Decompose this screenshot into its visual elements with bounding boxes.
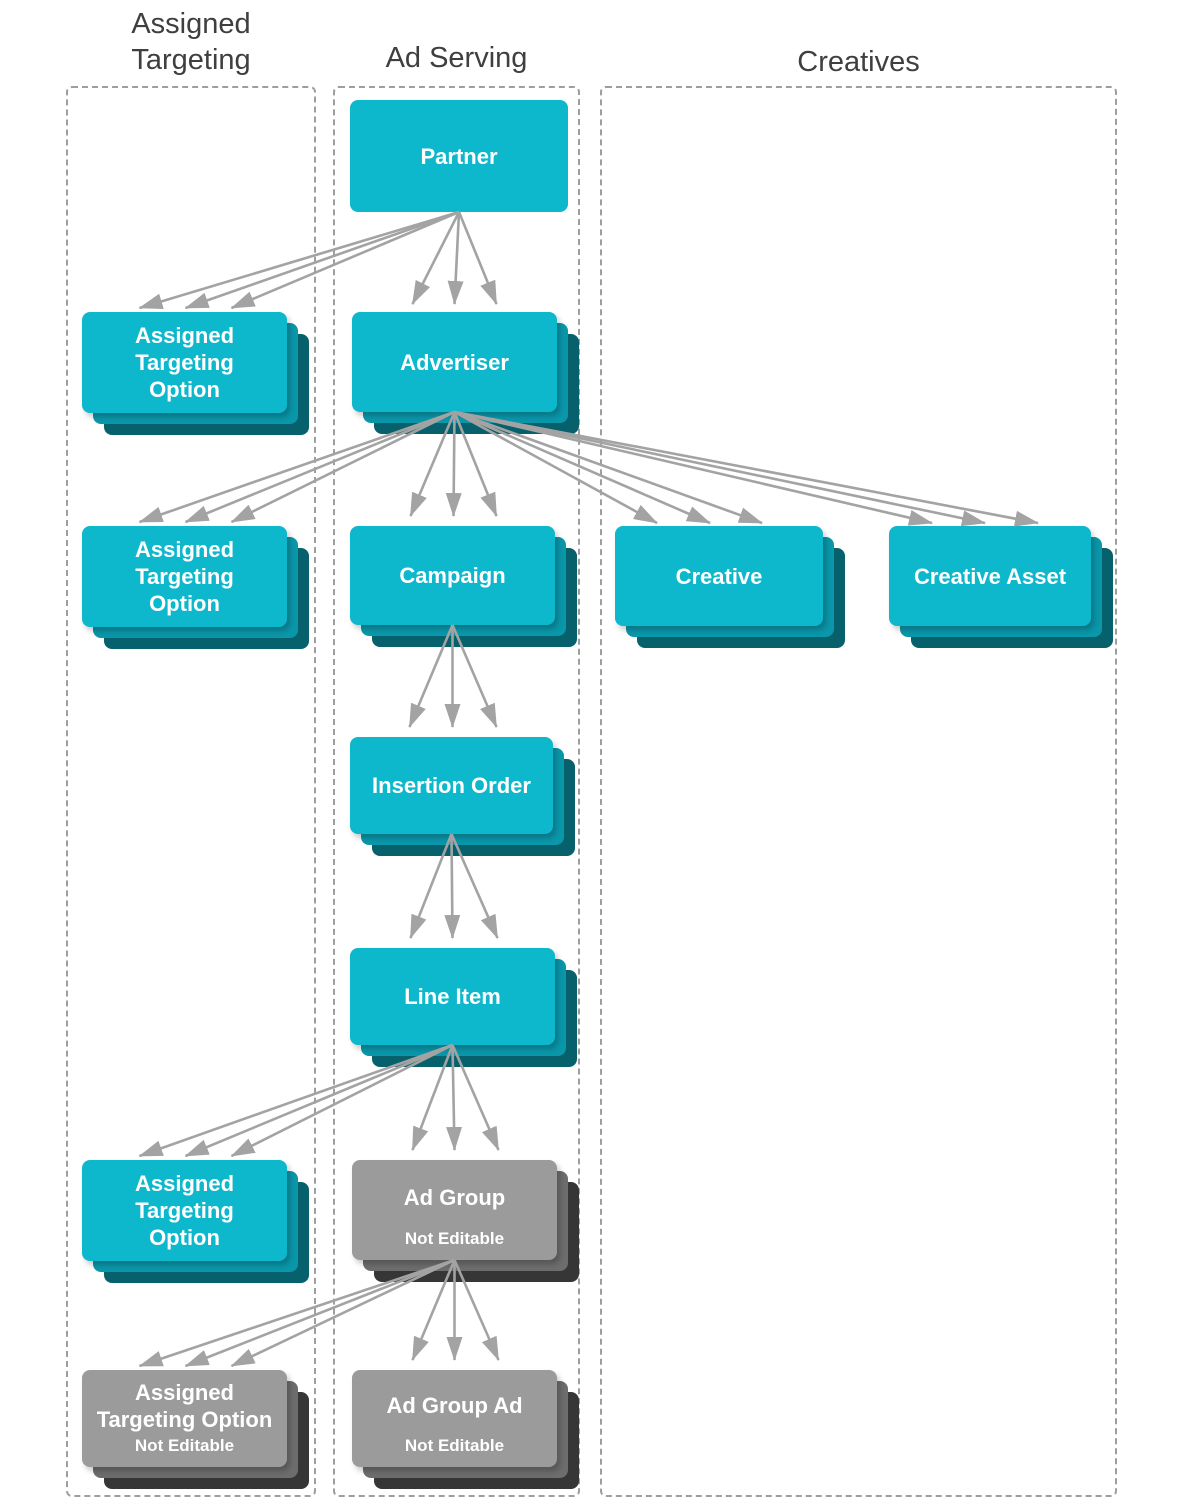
node-ato-advertiser: Assigned Targeting Option bbox=[82, 312, 309, 435]
node-face: Assigned Targeting Option bbox=[82, 526, 287, 627]
node-advertiser: Advertiser bbox=[352, 312, 579, 434]
node-creative-asset: Creative Asset bbox=[889, 526, 1113, 648]
node-face: Ad Group Ad Not Editable bbox=[352, 1370, 557, 1467]
node-label: Campaign bbox=[399, 563, 506, 588]
node-label: Creative bbox=[675, 563, 763, 589]
node-insertion-order: Insertion Order bbox=[350, 737, 575, 856]
node-face: Creative Asset bbox=[889, 526, 1091, 626]
column-title-ad-serving: Ad Serving bbox=[385, 42, 528, 74]
node-label: Advertiser bbox=[400, 349, 509, 375]
node-label: Partner bbox=[420, 143, 498, 169]
node-ato-campaign: Assigned Targeting Option bbox=[82, 526, 309, 649]
node-campaign: Campaign bbox=[350, 526, 577, 647]
node-label: Assigned Targeting Option bbox=[96, 1379, 273, 1432]
node-ad-group-ad: Ad Group Ad Not Editable bbox=[352, 1370, 579, 1489]
node-face: Assigned Targeting Option bbox=[82, 1160, 287, 1261]
panel-creatives bbox=[600, 86, 1117, 1497]
node-label: Ad Group bbox=[403, 1184, 506, 1210]
node-label: Assigned Targeting Option bbox=[134, 323, 235, 402]
node-face: Line Item bbox=[350, 948, 555, 1045]
node-creative: Creative bbox=[615, 526, 845, 648]
node-label: Line Item bbox=[404, 984, 501, 1009]
node-sublabel: Not Editable bbox=[404, 1436, 505, 1455]
node-partner: Partner bbox=[350, 100, 568, 212]
node-label: Assigned Targeting Option bbox=[134, 537, 235, 616]
node-face: Partner bbox=[350, 100, 568, 212]
panel-assigned-targeting bbox=[66, 86, 316, 1497]
node-label: Insertion Order bbox=[372, 773, 531, 798]
node-face: Advertiser bbox=[352, 312, 557, 412]
node-ato-line-item: Assigned Targeting Option bbox=[82, 1160, 309, 1283]
node-sublabel: Not Editable bbox=[134, 1436, 235, 1455]
node-face: Creative bbox=[615, 526, 823, 626]
column-title-assigned-targeting: Assigned Targeting bbox=[131, 8, 251, 76]
node-face: Insertion Order bbox=[350, 737, 553, 834]
node-label: Creative Asset bbox=[913, 563, 1067, 589]
node-sublabel: Not Editable bbox=[404, 1229, 505, 1248]
column-title-creatives: Creatives bbox=[797, 46, 920, 78]
node-label: Ad Group Ad bbox=[386, 1393, 523, 1418]
panel-ad-serving bbox=[333, 86, 580, 1497]
node-line-item: Line Item bbox=[350, 948, 577, 1067]
node-label: Assigned Targeting Option bbox=[134, 1171, 235, 1250]
node-face: Campaign bbox=[350, 526, 555, 625]
node-face: Assigned Targeting Option bbox=[82, 312, 287, 413]
